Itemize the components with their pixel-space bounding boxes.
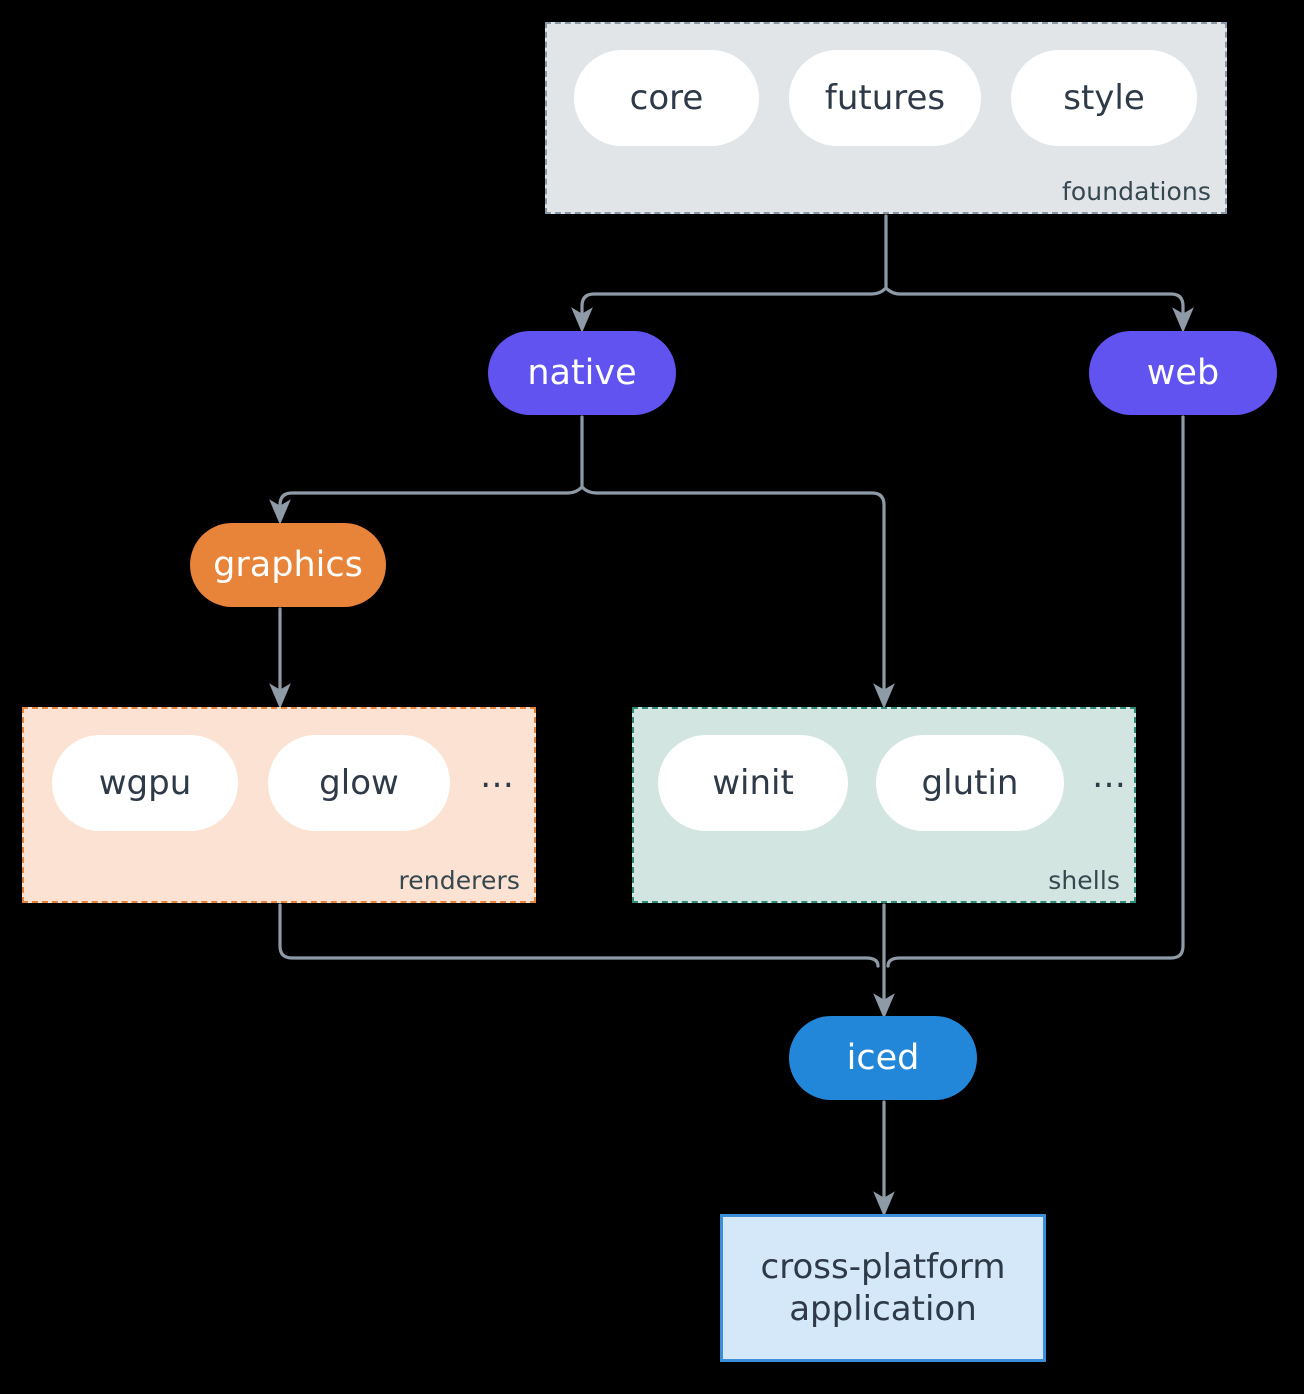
- node-futures-label: futures: [824, 78, 946, 118]
- edge-renderers-iced: [278, 903, 880, 968]
- cluster-foundations: core futures style foundations: [545, 22, 1227, 214]
- node-web-label: web: [1146, 353, 1220, 393]
- node-more-renderers: …: [480, 756, 514, 796]
- edge-native-shells: [580, 485, 895, 709]
- node-iced[interactable]: iced: [789, 1016, 977, 1100]
- shells-node-row: winit glutin …: [658, 735, 1126, 831]
- node-graphics-label: graphics: [213, 545, 363, 585]
- cluster-shells: winit glutin … shells: [632, 707, 1136, 903]
- node-style-label: style: [1063, 78, 1145, 118]
- cluster-renderers-label: renderers: [398, 866, 520, 895]
- node-native[interactable]: native: [488, 331, 676, 415]
- cluster-renderers: wgpu glow … renderers: [22, 707, 536, 903]
- foundations-node-row: core futures style: [574, 50, 1197, 146]
- node-wgpu-label: wgpu: [98, 763, 192, 803]
- node-winit-label: winit: [712, 763, 794, 803]
- node-wgpu[interactable]: wgpu: [52, 735, 238, 831]
- edge-foundations-native: [571, 286, 888, 333]
- edge-native-graphics: [269, 485, 584, 525]
- node-core[interactable]: core: [574, 50, 759, 146]
- application-line-2: application: [789, 1289, 977, 1329]
- node-glutin-label: glutin: [921, 763, 1019, 803]
- node-iced-label: iced: [846, 1038, 920, 1078]
- node-graphics[interactable]: graphics: [190, 523, 386, 607]
- cluster-foundations-label: foundations: [1062, 177, 1211, 206]
- renderers-node-row: wgpu glow …: [52, 735, 514, 831]
- application-line-1: cross-platform: [760, 1246, 1006, 1287]
- node-more-shells: …: [1092, 756, 1126, 796]
- node-web[interactable]: web: [1089, 331, 1277, 415]
- node-cross-platform-application[interactable]: cross-platform application: [720, 1214, 1046, 1362]
- node-style[interactable]: style: [1011, 50, 1197, 146]
- node-glow-label: glow: [319, 763, 399, 803]
- node-glow[interactable]: glow: [268, 735, 450, 831]
- node-futures[interactable]: futures: [789, 50, 981, 146]
- node-native-label: native: [527, 353, 637, 393]
- node-glutin[interactable]: glutin: [876, 735, 1064, 831]
- node-winit[interactable]: winit: [658, 735, 848, 831]
- edge-foundations-web: [884, 286, 1194, 333]
- node-core-label: core: [629, 78, 704, 118]
- cluster-shells-label: shells: [1048, 866, 1120, 895]
